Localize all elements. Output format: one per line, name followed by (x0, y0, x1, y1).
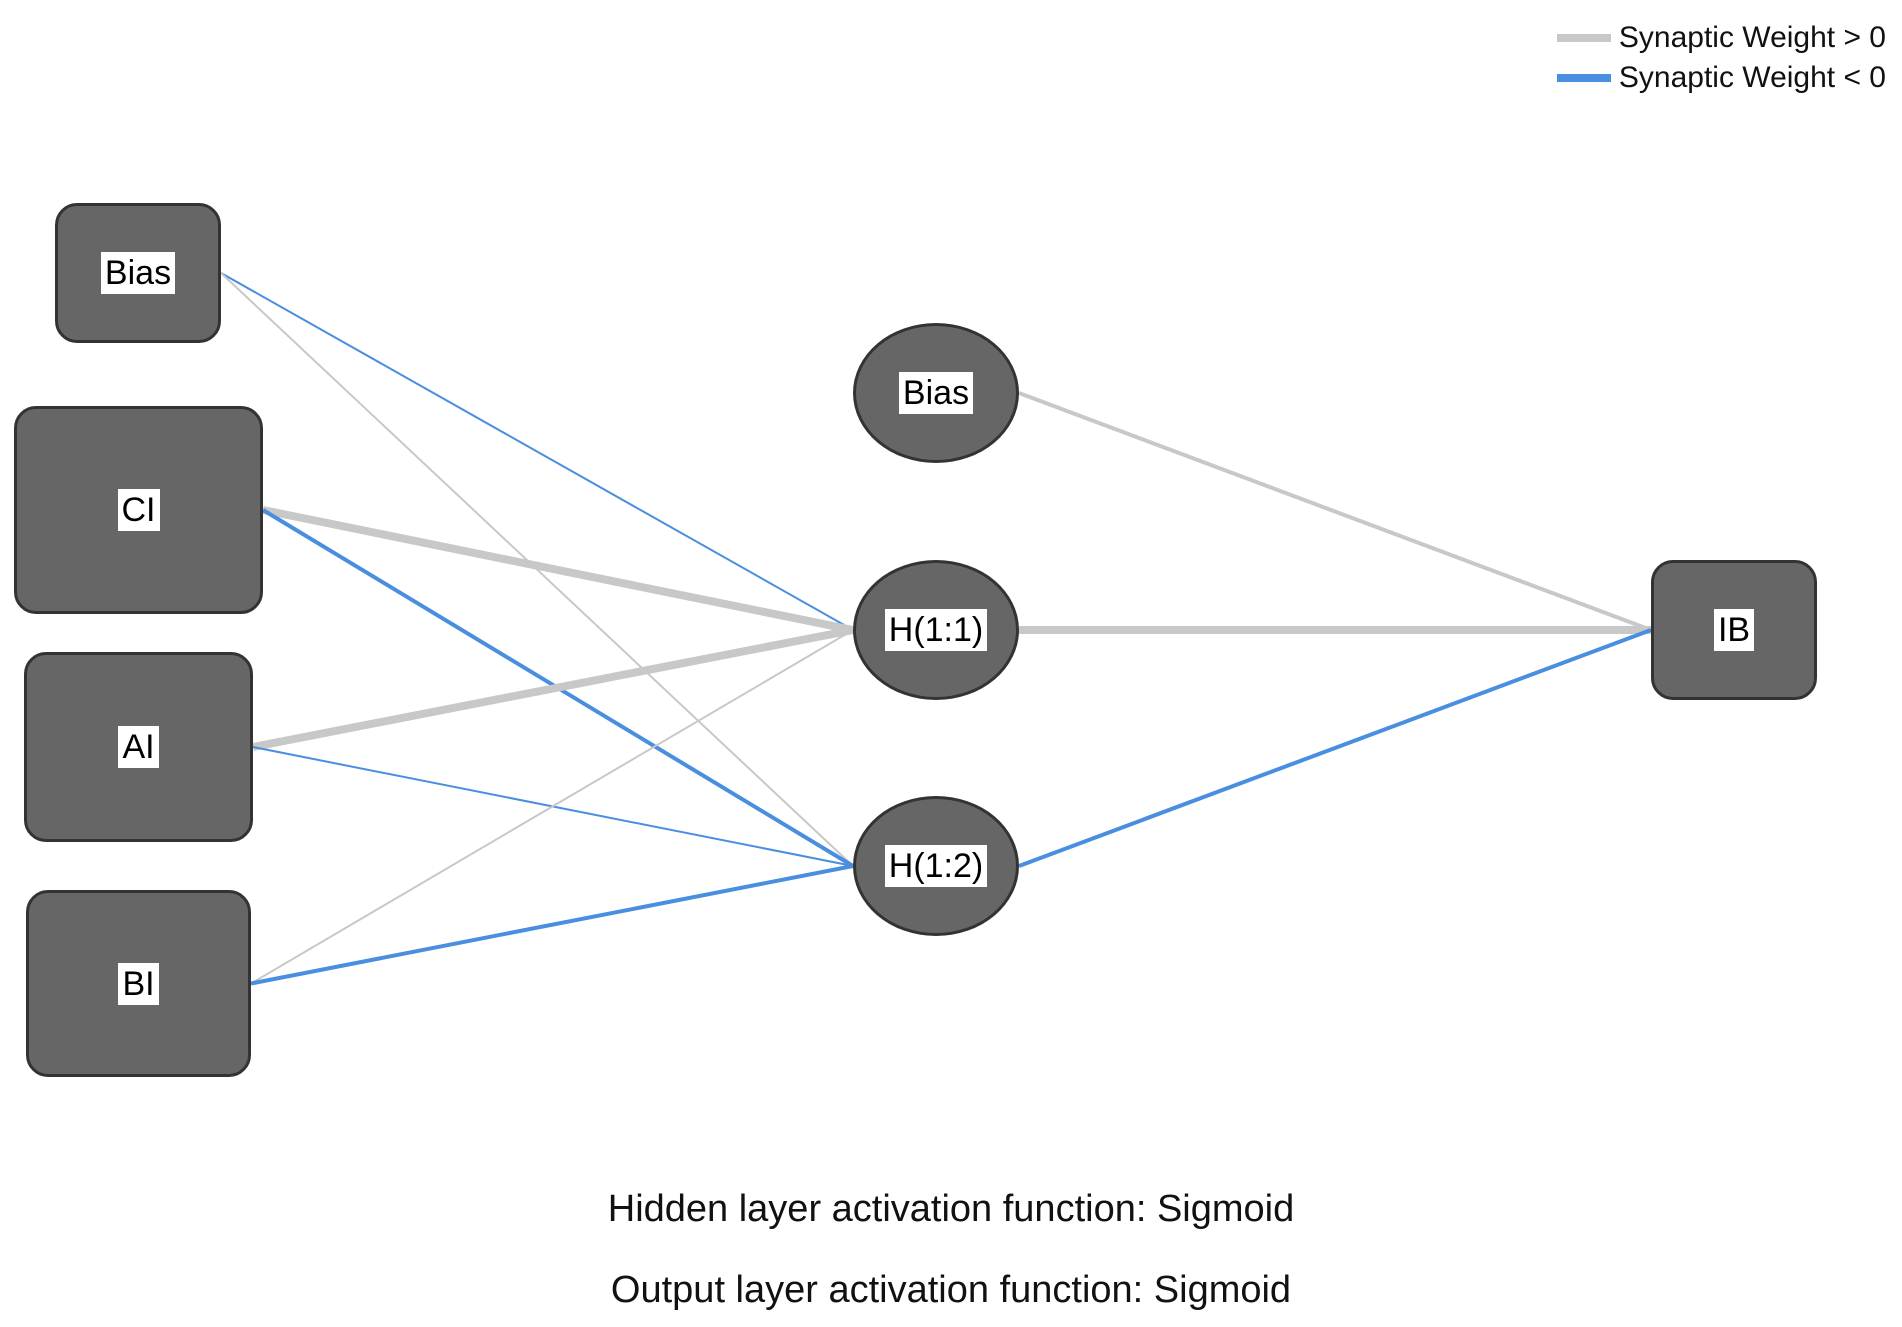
hidden-activation-caption: Hidden layer activation function: Sigmoi… (607, 1188, 1295, 1230)
legend-label-negative: Synaptic Weight < 0 (1618, 61, 1886, 94)
hidden-bias-label: Bias (898, 372, 974, 414)
input-node-ai: AI (24, 652, 253, 842)
legend-swatch-negative (1556, 74, 1611, 82)
connection-bi-to-h11 (250, 629, 854, 985)
connection-ai-to-h11 (252, 626, 854, 751)
hidden-node-h11: H(1:1) (853, 560, 1019, 700)
connection-ci-to-h11 (262, 506, 854, 634)
legend: Synaptic Weight > 0 Synaptic Weight < 0 (1556, 18, 1886, 98)
input-bias-node: Bias (55, 203, 221, 343)
legend-item-positive: Synaptic Weight > 0 (1556, 18, 1886, 58)
input-ci-label: CI (117, 489, 160, 531)
legend-swatch-positive (1556, 34, 1611, 42)
output-ib-label: IB (1713, 609, 1755, 651)
hidden-h12-label: H(1:2) (884, 845, 988, 887)
input-node-ci: CI (14, 406, 263, 614)
legend-label-positive: Synaptic Weight > 0 (1618, 21, 1886, 54)
connection-input_bias-to-h11 (220, 272, 854, 631)
input-bi-label: BI (118, 962, 159, 1005)
connection-bi-to-h12 (250, 864, 854, 986)
input-node-bi: BI (26, 890, 251, 1077)
connection-h12-to-ib (1018, 628, 1652, 868)
output-node-ib: IB (1651, 560, 1817, 700)
hidden-node-h12: H(1:2) (853, 796, 1019, 936)
hidden-h11-label: H(1:1) (884, 609, 988, 651)
connection-hidden_bias-to-ib (1018, 391, 1652, 632)
output-activation-caption: Output layer activation function: Sigmoi… (610, 1269, 1292, 1311)
hidden-bias-node: Bias (853, 323, 1019, 463)
input-ai-label: AI (118, 726, 159, 768)
legend-item-negative: Synaptic Weight < 0 (1556, 58, 1886, 98)
input-bias-label: Bias (100, 252, 176, 294)
